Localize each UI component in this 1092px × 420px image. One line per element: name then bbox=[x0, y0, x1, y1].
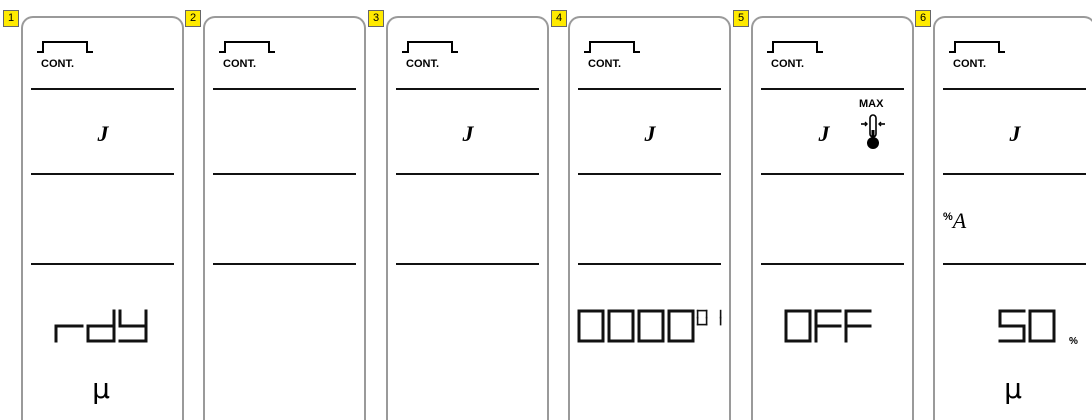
separator bbox=[31, 263, 174, 265]
segment-digit bbox=[1028, 309, 1056, 343]
separator bbox=[578, 173, 721, 175]
continuity-pulse-icon bbox=[402, 40, 462, 54]
cont-label: CONT. bbox=[953, 58, 986, 70]
panel-number-badge: 3 bbox=[368, 10, 384, 27]
mode-indicator: J bbox=[1009, 121, 1021, 146]
separator bbox=[943, 173, 1086, 175]
segment-digit bbox=[118, 309, 148, 343]
segment-digit bbox=[86, 309, 116, 343]
segment-digit bbox=[54, 324, 84, 343]
segment-digit bbox=[844, 309, 872, 343]
segment-readout-small bbox=[696, 309, 727, 326]
display-panel-2: CONT. bbox=[203, 16, 366, 420]
segment-digit bbox=[637, 309, 665, 343]
panel-number-badge: 2 bbox=[185, 10, 201, 27]
panel-number-badge: 6 bbox=[915, 10, 931, 27]
continuity-pulse-icon bbox=[37, 40, 97, 54]
segment-readout bbox=[53, 308, 155, 344]
thermometer-max-icon bbox=[859, 112, 887, 152]
separator bbox=[578, 88, 721, 90]
percent-amp-indicator: %A bbox=[943, 208, 966, 234]
segment-digit bbox=[784, 309, 812, 343]
percent-sup: % bbox=[943, 211, 953, 223]
segment-digit bbox=[998, 309, 1026, 343]
segment-digit bbox=[667, 309, 695, 343]
unit-symbol: μ bbox=[92, 372, 110, 405]
separator bbox=[213, 173, 356, 175]
separator bbox=[943, 88, 1086, 90]
cont-label: CONT. bbox=[771, 58, 804, 70]
continuity-pulse-icon bbox=[219, 40, 279, 54]
cont-label: CONT. bbox=[223, 58, 256, 70]
continuity-pulse-icon bbox=[584, 40, 644, 54]
separator bbox=[213, 263, 356, 265]
segment-readout bbox=[576, 308, 702, 344]
display-panel-4: CONT. J bbox=[568, 16, 731, 420]
panel-number-badge: 1 bbox=[3, 10, 19, 27]
mode-indicator: J bbox=[462, 121, 474, 146]
cont-label: CONT. bbox=[588, 58, 621, 70]
segment-digit bbox=[696, 309, 708, 326]
segment-digit bbox=[607, 309, 635, 343]
separator bbox=[578, 263, 721, 265]
panel-number-badge: 4 bbox=[551, 10, 567, 27]
segment-digit bbox=[814, 309, 842, 343]
mode-indicator: J bbox=[818, 121, 830, 146]
separator bbox=[31, 173, 174, 175]
separator bbox=[396, 88, 539, 90]
unit-symbol: μ bbox=[1004, 372, 1022, 405]
mode-indicator: J bbox=[97, 121, 109, 146]
display-panel-3: CONT. J bbox=[386, 16, 549, 420]
separator bbox=[396, 263, 539, 265]
display-panel-6: CONT. J %A % μ bbox=[933, 16, 1092, 420]
separator bbox=[396, 173, 539, 175]
separator bbox=[31, 88, 174, 90]
separator bbox=[761, 88, 904, 90]
cont-label: CONT. bbox=[406, 58, 439, 70]
display-panel-1: CONT. J μ bbox=[21, 16, 184, 420]
panel-number-badge: 5 bbox=[733, 10, 749, 27]
mode-indicator: J bbox=[644, 121, 656, 146]
separator bbox=[943, 263, 1086, 265]
segment-readout bbox=[997, 308, 1063, 344]
continuity-pulse-icon bbox=[767, 40, 827, 54]
separator bbox=[761, 263, 904, 265]
segment-digit bbox=[577, 309, 605, 343]
continuity-pulse-icon bbox=[949, 40, 1009, 54]
amp-letter: A bbox=[952, 208, 967, 233]
max-label: MAX bbox=[859, 98, 884, 110]
separator bbox=[213, 88, 356, 90]
display-panel-5: CONT. MAX J bbox=[751, 16, 914, 420]
segment-readout bbox=[783, 308, 879, 344]
cont-label: CONT. bbox=[41, 58, 74, 70]
percent-unit: % bbox=[1069, 336, 1078, 347]
separator bbox=[761, 173, 904, 175]
